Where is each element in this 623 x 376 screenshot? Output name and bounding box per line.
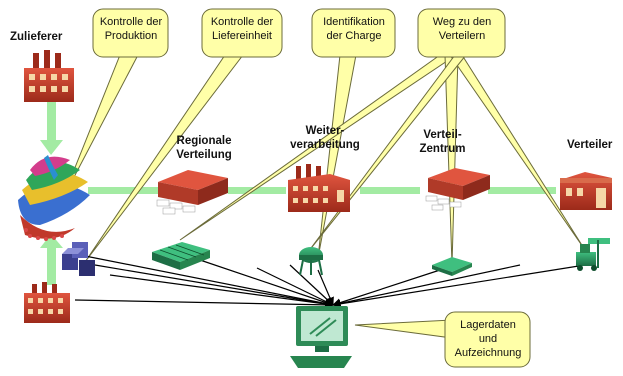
- callout-identifikation-charge: Identifikation der Charge: [323, 16, 385, 42]
- callout-lagerdaten: Lagerdaten und Aufzeichnung: [454, 319, 522, 359]
- connector-9: [332, 269, 441, 307]
- callout-weg-verteilern: Weg zu den Verteilern: [432, 16, 492, 42]
- connector-7: [289, 264, 334, 306]
- label-verteilzentrum: Verteil-Zentrum: [419, 129, 466, 155]
- factory-icon-processing: [288, 164, 350, 212]
- flow-band-2: [228, 187, 286, 194]
- connector-11: [332, 264, 586, 308]
- flow-arrow-vertical-bottom: [47, 240, 56, 285]
- connector-6: [256, 267, 334, 306]
- callout-box-lagerdaten: [444, 311, 531, 368]
- flow-arrow-vertical-top: [47, 102, 56, 146]
- flow-band-3: [360, 187, 420, 194]
- factory-icon-supplier: [24, 50, 74, 102]
- connector-10: [332, 264, 521, 308]
- warehouse-icon-distribution-center: [425, 168, 490, 211]
- connector-1: [79, 254, 334, 308]
- callout-pointers: [61, 54, 586, 339]
- package-cubes-icon: [62, 242, 95, 276]
- data-connectors: [74, 254, 586, 310]
- pallet-icon: [432, 257, 472, 276]
- pointer-lagerdaten: [354, 319, 453, 339]
- flow-arrow-head-down: [40, 140, 63, 155]
- callout-box-weg: [417, 8, 506, 58]
- callout-box-identifikation: [311, 8, 396, 58]
- callout-box-kontrolle-produktion: [92, 8, 169, 58]
- connector-4: [74, 299, 334, 310]
- forklift-icon: [576, 238, 610, 271]
- connector-5: [199, 259, 334, 307]
- tank-icon: [299, 247, 323, 276]
- flow-arrow-head-up: [40, 234, 63, 248]
- pointer-identifikation: [317, 54, 357, 259]
- shop-icon-distributor: [560, 172, 612, 210]
- computer-monitor-icon: [290, 306, 352, 368]
- flow-band-4: [488, 187, 556, 194]
- warehouse-icon-regional: [156, 170, 228, 215]
- flow-arrows: [40, 102, 556, 285]
- flow-band-1: [88, 187, 160, 194]
- fabric-production-icon: [18, 155, 90, 241]
- connector-2: [94, 264, 334, 308]
- callout-kontrolle-produktion: Kontrolle der Produktion: [99, 16, 163, 42]
- callout-kontrolle-liefereinheit: Kontrolle der Liefereinheit: [210, 16, 274, 42]
- label-regionale-verteilung: Regionale Verteilung: [176, 135, 232, 161]
- label-zulieferer: Zulieferer: [10, 31, 63, 43]
- callout-boxes: [92, 8, 531, 368]
- label-verteiler: Verteiler: [567, 139, 613, 151]
- connector-8: [317, 269, 334, 306]
- pallet-stack-icon-regional: [152, 242, 210, 270]
- label-weiterverarbeitung: Weiter-verarbeitung: [290, 125, 360, 151]
- callout-box-kontrolle-liefereinheit: [201, 8, 283, 58]
- factory-icon-bottom-left: [24, 282, 70, 323]
- connector-3: [109, 274, 334, 309]
- pointer-weg-2: [444, 54, 459, 266]
